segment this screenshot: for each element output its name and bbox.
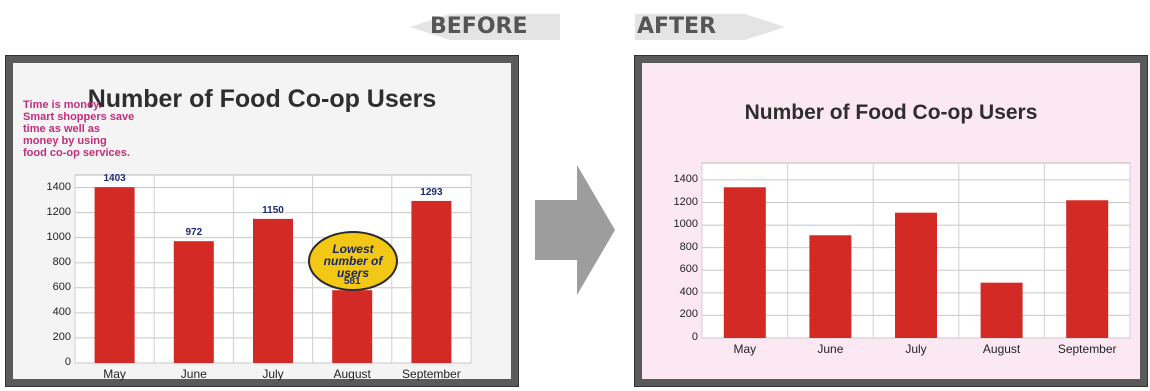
before-y-tick-label: 400	[52, 305, 71, 318]
after-x-tick-label: September	[1057, 342, 1117, 356]
before-y-tick-label: 600	[52, 280, 71, 293]
after-bar	[809, 235, 852, 338]
before-y-tick-label: 800	[52, 255, 71, 268]
before-y-tick-label: 200	[52, 330, 71, 343]
before-bar	[332, 290, 373, 363]
before-chart-title: Number of Food Co-op Users	[87, 85, 437, 113]
callout-line: number of	[323, 254, 383, 268]
after-header: AFTER	[635, 12, 785, 42]
after-y-tick-label: 200	[679, 308, 698, 321]
callout-line: users	[336, 266, 369, 280]
after-x-tick-label: June	[817, 342, 844, 356]
before-plot	[74, 174, 472, 364]
before-bar	[173, 241, 214, 363]
before-message-line: Time is money.	[23, 99, 102, 111]
before-message-line: Smart shoppers save	[23, 111, 135, 123]
before-y-tick-label: 1400	[46, 180, 71, 193]
after-y-tick-label: 1000	[673, 218, 698, 231]
after-bar	[723, 187, 766, 338]
before-x-tick-label: May	[103, 367, 126, 381]
transition-arrow-icon	[535, 165, 615, 295]
after-y-tick-label: 0	[691, 331, 698, 343]
before-x-tick-label: July	[262, 367, 284, 381]
before-header-label: BEFORE	[430, 14, 528, 39]
before-y-tick-label: 1200	[46, 205, 71, 218]
after-chart-title: Number of Food Co-op Users	[744, 101, 1038, 124]
before-header: BEFORE	[410, 12, 560, 42]
before-data-label: 1150	[262, 204, 284, 216]
before-message-line: time as well as	[23, 123, 101, 135]
after-header-label: AFTER	[637, 14, 717, 39]
before-bar	[411, 200, 452, 363]
before-data-label: 972	[185, 227, 203, 239]
before-y-tick-label: 0	[64, 356, 71, 368]
after-chart: Number of Food Co-op Users 0 200 400 600 800…	[642, 63, 1140, 379]
after-y-tick-label: 1400	[673, 172, 698, 185]
after-y-tick-label: 800	[679, 240, 698, 253]
after-y-tick-label: 600	[679, 263, 698, 276]
after-bar	[895, 212, 937, 338]
after-plot	[701, 162, 1131, 339]
after-x-tick-label: May	[733, 342, 757, 356]
header-arrow-left-icon	[410, 14, 560, 40]
before-data-label: 1293	[420, 186, 443, 198]
before-data-label: 581	[343, 276, 361, 288]
before-x-tick-label: September	[402, 367, 461, 381]
lowest-users-callout: Lowest number of users	[308, 231, 398, 291]
after-bar	[1066, 200, 1109, 338]
before-y-tick-label: 1000	[46, 230, 71, 243]
after-x-tick-label: August	[982, 342, 1021, 356]
after-bar	[980, 282, 1023, 338]
after-y-tick-label: 1200	[673, 195, 698, 208]
before-frame: Number of Food Co-op Users Time is money…	[5, 55, 519, 387]
before-x-tick-label: August	[333, 367, 371, 381]
header-arrow-right-icon	[635, 14, 785, 40]
before-data-label: 1403	[103, 173, 126, 185]
after-y-tick-label: 400	[679, 285, 698, 298]
before-bar	[94, 187, 135, 363]
before-message-line: money by using	[23, 135, 107, 147]
after-x-tick-label: July	[905, 342, 927, 356]
before-message-line: food co-op services.	[23, 147, 130, 159]
before-chart: Number of Food Co-op Users Time is money…	[13, 63, 511, 381]
callout-line: Lowest	[332, 242, 374, 256]
before-bar	[253, 218, 293, 363]
before-x-tick-label: June	[180, 367, 207, 381]
after-frame: Number of Food Co-op Users 0 200 400 600 800…	[634, 55, 1148, 387]
before-message: Time is money. Smart shoppers save time …	[23, 99, 183, 159]
